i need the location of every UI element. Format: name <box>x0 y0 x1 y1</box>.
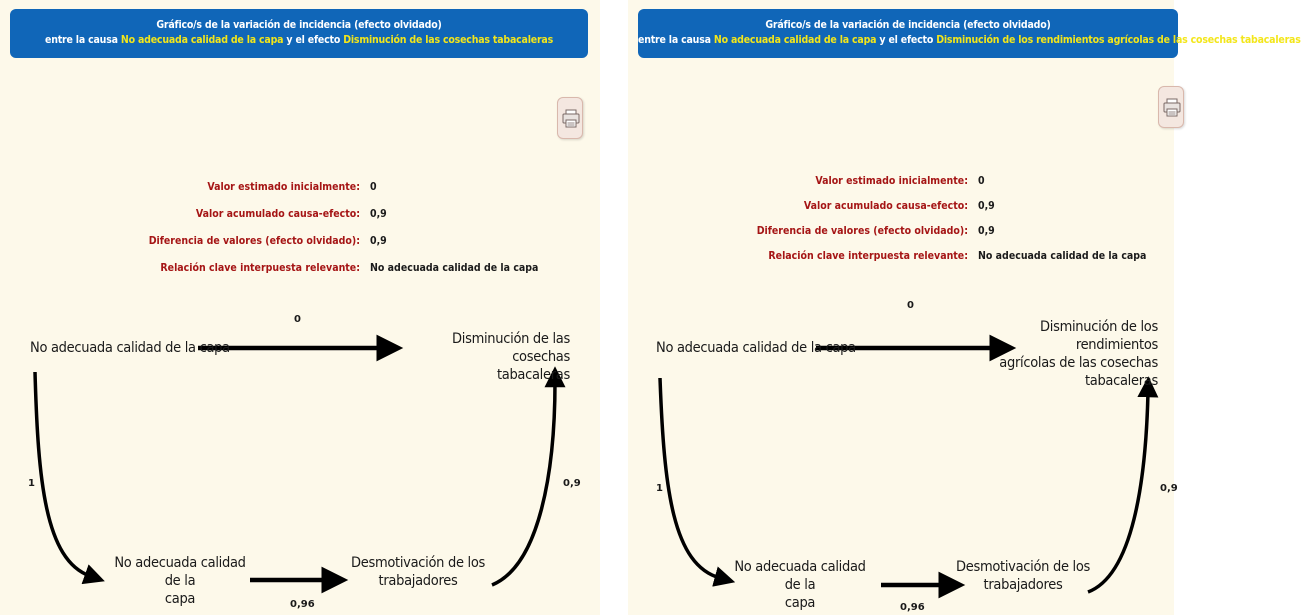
direct-value-label: 0 <box>907 300 914 311</box>
cause-to-intermediate-value-label: 1 <box>656 483 663 494</box>
info-value: 0 <box>370 181 377 193</box>
info-label: Valor estimado inicialmente: <box>207 181 360 193</box>
info-label: Valor estimado inicialmente: <box>815 175 968 187</box>
header-title: Gráfico/s de la variación de incidencia … <box>765 19 1051 31</box>
effect-node: Disminución de las cosechas tabacaleras <box>452 331 570 383</box>
cause-to-intermediate-arrow <box>658 377 736 587</box>
incidence-graph-panel-right: Gráfico/s de la variación de incidencia … <box>628 0 1301 615</box>
info-label: Relación clave interpuesta relevante: <box>160 262 360 274</box>
cause-node: No adecuada calidad de la capa <box>30 340 230 356</box>
effect-node: Disminución de los rendimientos agrícola… <box>999 319 1158 389</box>
intermediate-link-value-label: 0,96 <box>900 602 925 613</box>
intermediate-node-2: Desmotivación de los trabajadores <box>350 555 486 589</box>
info-value: 0,9 <box>978 225 995 237</box>
header-effect: Disminución de las cosechas tabacaleras <box>343 34 553 46</box>
print-button[interactable] <box>557 97 583 139</box>
info-value: No adecuada calidad de la capa <box>978 250 1147 262</box>
intermediate-to-effect-value-label: 0,9 <box>563 478 581 489</box>
info-label: Relación clave interpuesta relevante: <box>768 250 968 262</box>
print-button[interactable] <box>1158 86 1184 128</box>
intermediate-link-value-label: 0,96 <box>290 599 315 610</box>
panel-header: Gráfico/s de la variación de incidencia … <box>638 9 1301 58</box>
cause-to-intermediate-arrow <box>33 371 105 585</box>
panel-separator <box>600 0 628 615</box>
panel-header: Gráfico/s de la variación de incidencia … <box>10 9 588 58</box>
cause-to-intermediate-value-label: 1 <box>28 478 35 489</box>
info-value: 0,9 <box>370 235 387 247</box>
intermediate-node-1: No adecuada calidad de la capa <box>734 559 866 611</box>
cause-node: No adecuada calidad de la capa <box>656 340 856 356</box>
info-label: Valor acumulado causa-efecto: <box>195 208 360 220</box>
header-cause: No adecuada calidad de la capa <box>120 34 284 46</box>
printer-icon <box>562 109 580 128</box>
header-cause: No adecuada calidad de la capa <box>713 34 877 46</box>
intermediate-to-effect-value-label: 0,9 <box>1160 483 1178 494</box>
incidence-graph-panel-left: Gráfico/s de la variación de incidencia … <box>0 0 600 615</box>
printer-icon <box>1163 98 1181 117</box>
header-subtitle: entre la causa No adecuada calidad de la… <box>45 34 553 46</box>
info-value: 0,9 <box>978 200 995 212</box>
info-label: Valor acumulado causa-efecto: <box>803 200 968 212</box>
intermediate-node-2: Desmotivación de los trabajadores <box>955 559 1091 593</box>
intermediate-to-effect-arrow <box>491 366 566 587</box>
info-value: 0 <box>978 175 985 187</box>
info-value: No adecuada calidad de la capa <box>370 262 539 274</box>
relation-arrows <box>658 334 1159 599</box>
info-value: 0,9 <box>370 208 387 220</box>
info-label: Diferencia de valores (efecto olvidado): <box>756 225 968 237</box>
header-title: Gráfico/s de la variación de incidencia … <box>156 19 442 31</box>
intermediate-node-1: No adecuada calidad de la capa <box>114 555 246 607</box>
direct-value-label: 0 <box>294 314 301 325</box>
intermediate-to-effect-arrow <box>1087 376 1159 594</box>
header-subtitle: entre la causa No adecuada calidad de la… <box>638 34 1301 46</box>
header-effect: Disminución de los rendimientos agrícola… <box>936 34 1301 46</box>
info-label: Diferencia de valores (efecto olvidado): <box>148 235 360 247</box>
relation-arrows <box>33 334 566 594</box>
